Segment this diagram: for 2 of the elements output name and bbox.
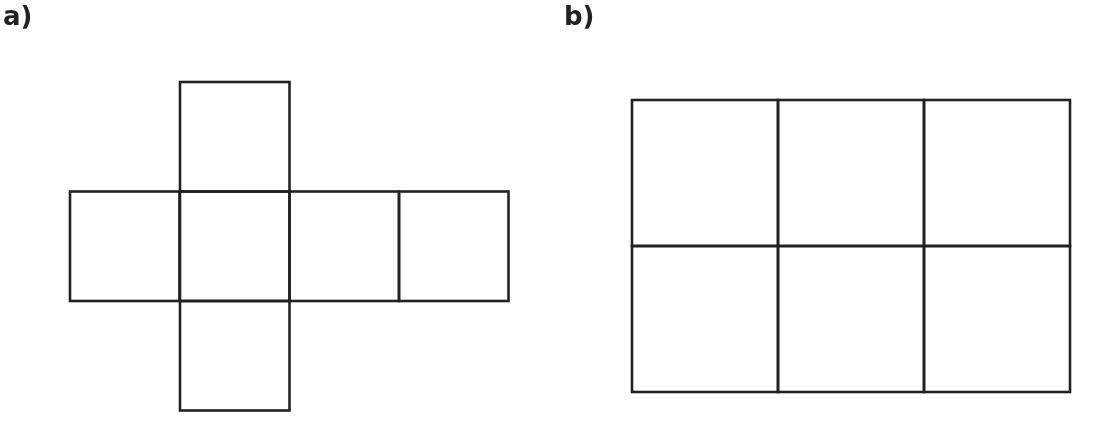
panel-label: b) — [564, 1, 595, 31]
panel-label: a) — [3, 1, 33, 31]
